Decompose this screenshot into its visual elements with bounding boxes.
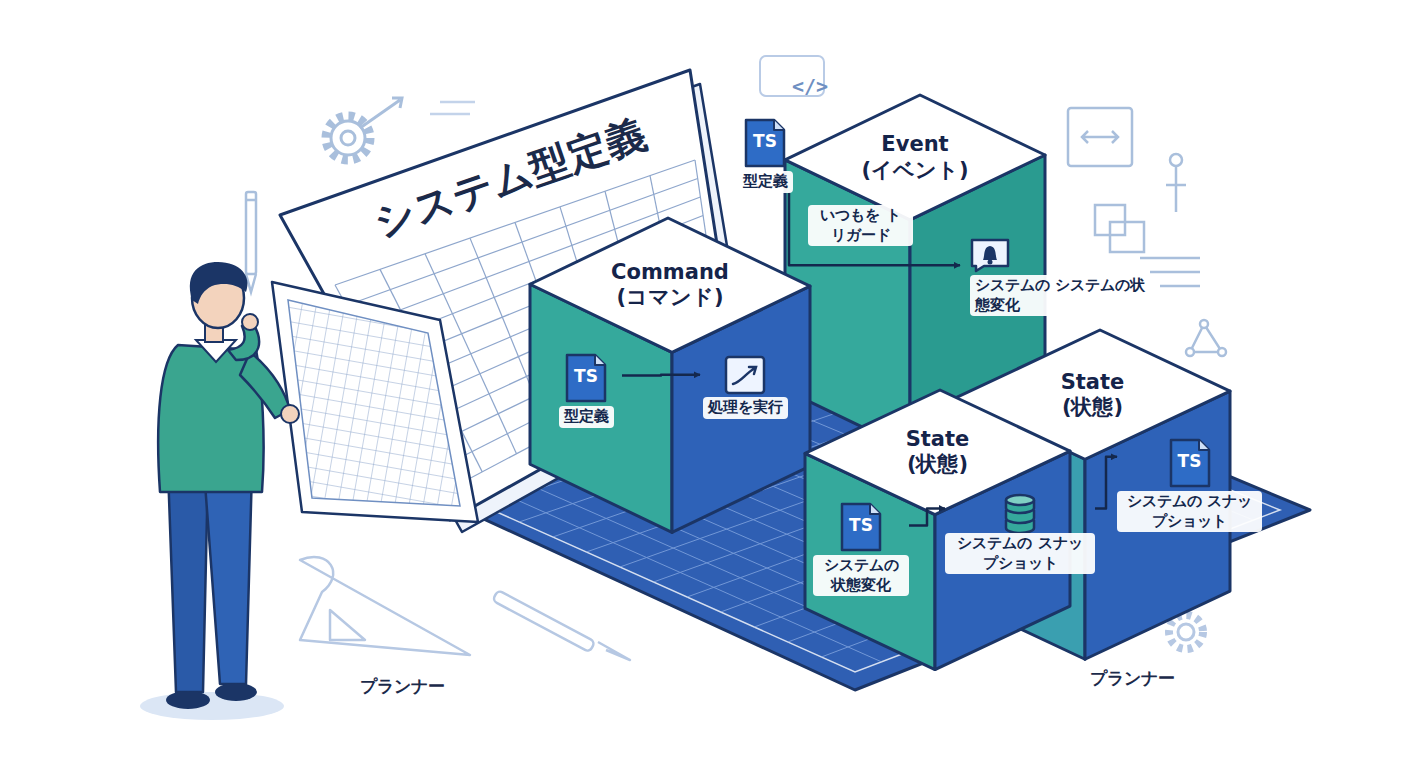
cube-heading: Command (コマンド) — [605, 260, 735, 310]
icon-caption: システムの スナップショット — [945, 533, 1095, 574]
gear-icon — [326, 98, 402, 160]
ts-file-icon: TS — [565, 353, 607, 403]
command-cube: Command (コマンド) TS 型定義 処理を実行 — [530, 218, 810, 532]
ts-file-icon: TS — [840, 502, 882, 552]
cube-heading: State (状態) — [1043, 369, 1143, 419]
ts-file-icon: TS — [1169, 438, 1211, 488]
cube-heading: State (状態) — [888, 427, 988, 477]
role-label: プランナー — [360, 676, 445, 696]
bell-symbol — [970, 238, 1010, 272]
file-type-text: TS — [565, 368, 607, 385]
role-label: プランナー — [1090, 668, 1175, 688]
process-icon — [725, 356, 765, 394]
icon-caption: システムの スナップショット — [1117, 491, 1262, 532]
icon-caption: システムの 状態変化 — [813, 555, 909, 596]
file-type-text: TS — [744, 133, 786, 150]
state-cube: State (状態)TSシステムの 状態変化システムの スナップショット — [805, 390, 1070, 670]
face-label: いつもを トリガード — [808, 205, 913, 246]
icon-caption: システムの システムの状態変化 — [970, 275, 1160, 316]
file-type-text: TS — [1169, 453, 1211, 470]
chart-symbol — [725, 356, 765, 394]
drafting-tools — [300, 557, 630, 660]
code-symbol: </> — [792, 76, 828, 96]
layout-icons — [1068, 108, 1226, 356]
bell-icon — [970, 238, 1010, 272]
cube-heading: Event (イベント) — [850, 132, 980, 182]
db-symbol — [1000, 492, 1040, 530]
gear-icon — [1169, 615, 1203, 649]
icon-caption: 処理を実行 — [703, 397, 788, 419]
ts-file-icon: TS 型定義 — [735, 118, 795, 193]
pencil-icon — [246, 192, 256, 292]
icon-caption: 型定義 — [559, 406, 614, 428]
ts-file-icon: TS — [744, 118, 786, 168]
database-icon — [1000, 492, 1040, 530]
file-type-text: TS — [840, 517, 882, 534]
bell-icon: システムの システムの状態変化 — [960, 238, 1160, 316]
sketch-lines — [430, 102, 475, 114]
icon-caption: 型定義 — [738, 171, 793, 193]
